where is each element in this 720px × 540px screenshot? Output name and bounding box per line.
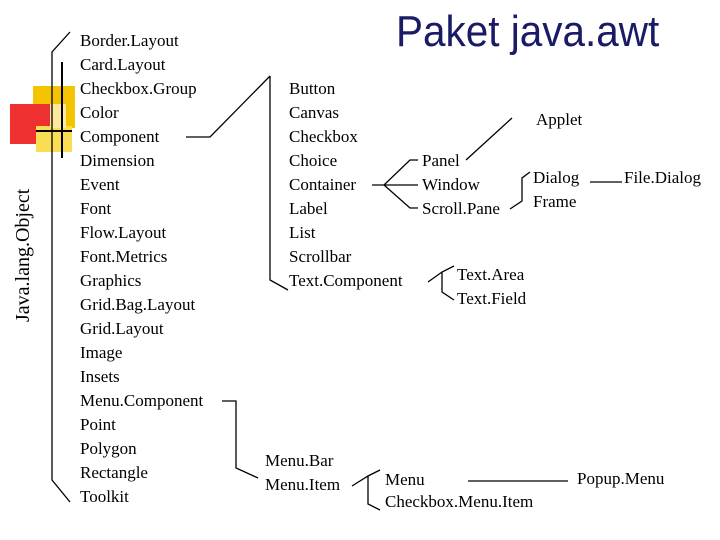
menuitem-bracket xyxy=(351,469,381,511)
class-window: Window xyxy=(422,175,480,194)
textcomponent-bracket xyxy=(427,265,455,301)
class-image: Image xyxy=(80,343,123,362)
class-file-dialog: File.Dialog xyxy=(624,168,701,187)
class-graphics: Graphics xyxy=(80,271,142,290)
decor-vertical-bar xyxy=(61,62,63,158)
class-dimension: Dimension xyxy=(80,151,155,170)
class-applet: Applet xyxy=(536,110,583,129)
class-button: Button xyxy=(289,79,336,98)
class-event: Event xyxy=(80,175,120,194)
class-text-field: Text.Field xyxy=(457,289,527,308)
window-bracket xyxy=(509,171,531,210)
class-checkbox: Checkbox xyxy=(289,127,358,146)
class-grid-bag-layout: Grid.Bag.Layout xyxy=(80,295,196,314)
class-text-component: Text.Component xyxy=(289,271,403,290)
class-flow-layout: Flow.Layout xyxy=(80,223,167,242)
class-menu-bar: Menu.Bar xyxy=(265,451,334,470)
class-font-metrics: Font.Metrics xyxy=(80,247,168,266)
menucomponent-line xyxy=(222,400,259,479)
component-children-list: Button Canvas Checkbox Choice Container … xyxy=(289,77,403,293)
panel-applet-line xyxy=(465,117,513,161)
class-canvas: Canvas xyxy=(289,103,340,122)
class-point: Point xyxy=(80,415,116,434)
object-children-list: Border.Layout Card.Layout Checkbox.Group… xyxy=(80,29,203,509)
page-title: Paket java.awt xyxy=(396,7,660,56)
object-bracket xyxy=(51,31,71,503)
container-bracket xyxy=(372,159,418,209)
class-list: List xyxy=(289,223,316,242)
component-link-line xyxy=(186,75,271,138)
class-container: Container xyxy=(289,175,357,194)
component-bracket xyxy=(269,76,289,291)
class-checkbox-group: Checkbox.Group xyxy=(80,79,197,98)
class-insets: Insets xyxy=(80,367,120,386)
class-frame: Frame xyxy=(533,192,577,211)
class-text-area: Text.Area xyxy=(457,265,525,284)
class-font: Font xyxy=(80,199,112,218)
class-popup-menu: Popup.Menu xyxy=(577,469,665,488)
class-card-layout: Card.Layout xyxy=(80,55,166,74)
class-scroll-pane: Scroll.Pane xyxy=(422,199,500,218)
class-rectangle: Rectangle xyxy=(80,463,148,482)
class-border-layout: Border.Layout xyxy=(80,31,179,50)
class-label: Label xyxy=(289,199,328,218)
class-grid-layout: Grid.Layout xyxy=(80,319,164,338)
class-menu: Menu xyxy=(385,470,425,489)
class-scrollbar: Scrollbar xyxy=(289,247,352,266)
class-menu-component: Menu.Component xyxy=(80,391,204,410)
decor-horizontal-bar xyxy=(36,130,72,132)
class-color: Color xyxy=(80,103,119,122)
class-choice: Choice xyxy=(289,151,338,170)
class-toolkit: Toolkit xyxy=(80,487,129,506)
class-checkbox-menu-item: Checkbox.Menu.Item xyxy=(385,492,534,511)
class-menu-item: Menu.Item xyxy=(265,475,341,494)
class-component: Component xyxy=(80,127,160,146)
class-polygon: Polygon xyxy=(80,439,137,458)
class-dialog: Dialog xyxy=(533,168,580,187)
class-panel: Panel xyxy=(422,151,460,170)
